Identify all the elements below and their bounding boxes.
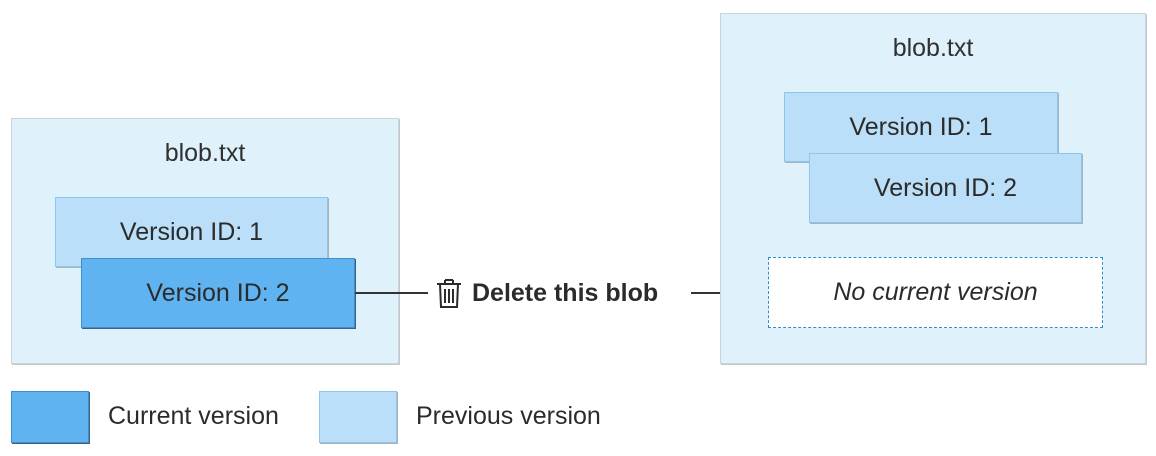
before-panel-title: blob.txt — [164, 139, 246, 167]
delete-action-label: Delete this blob — [472, 278, 659, 307]
delete-action: Delete this blob — [436, 275, 658, 311]
before-version-2-box: Version ID: 2 — [81, 258, 355, 328]
trash-icon — [437, 279, 461, 308]
legend-current-swatch — [11, 391, 89, 443]
no-current-version-label: No current version — [833, 278, 1038, 306]
connector-line-left — [355, 292, 428, 294]
before-version-2-label: Version ID: 2 — [146, 278, 290, 307]
after-panel-title: blob.txt — [892, 34, 974, 62]
no-current-version-box: No current version — [768, 257, 1103, 328]
after-version-2-box: Version ID: 2 — [809, 153, 1082, 223]
legend-previous-swatch — [319, 391, 397, 443]
before-version-1-box: Version ID: 1 — [55, 197, 328, 267]
before-version-1-label: Version ID: 1 — [119, 217, 264, 246]
legend-previous-label: Previous version — [416, 402, 601, 430]
after-version-1-box: Version ID: 1 — [784, 92, 1058, 162]
legend-current-label: Current version — [108, 402, 279, 430]
after-version-2-label: Version ID: 2 — [873, 173, 1018, 202]
after-version-1-label: Version ID: 1 — [849, 112, 993, 141]
